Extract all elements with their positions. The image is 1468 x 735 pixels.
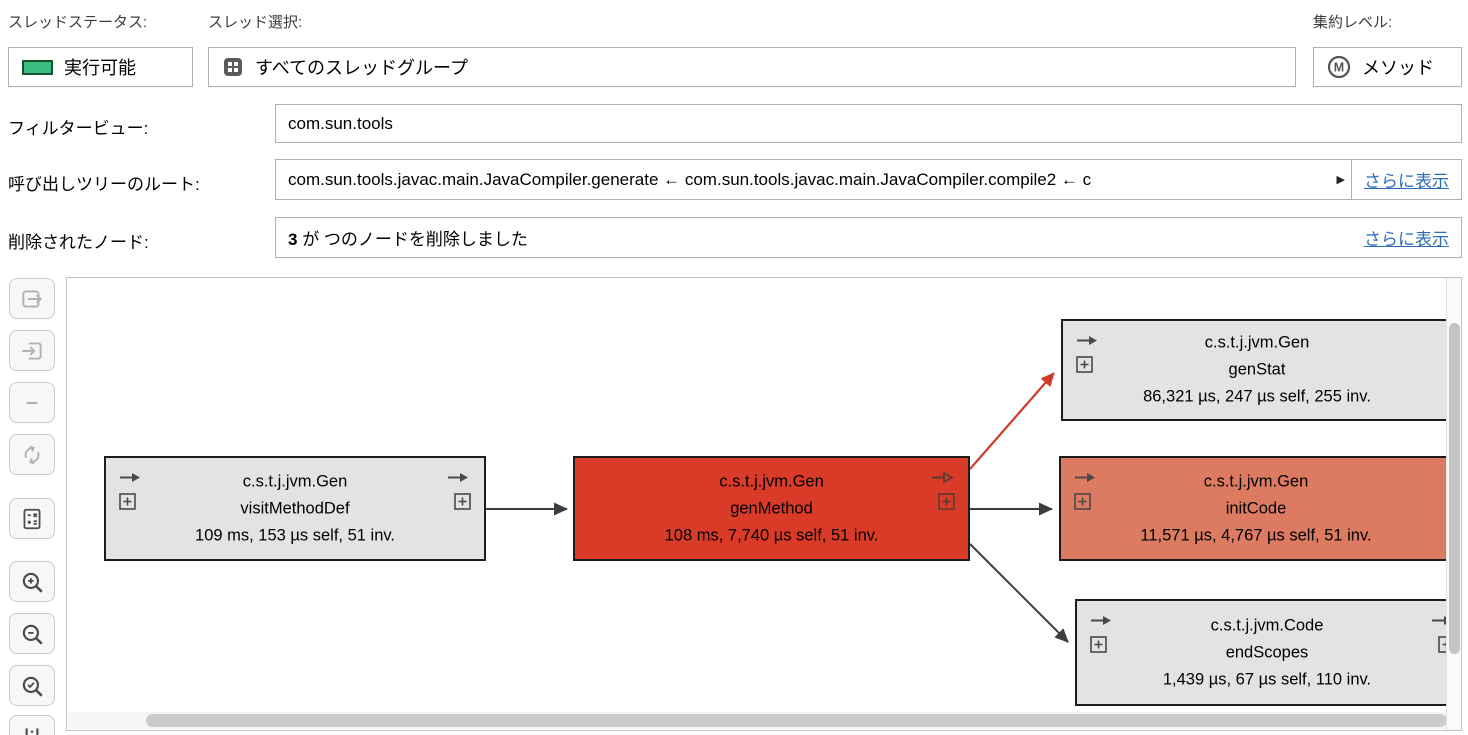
- node-method: genMethod: [730, 499, 813, 517]
- incoming-arrow-icon: [1091, 616, 1111, 625]
- node-settings-button[interactable]: [9, 498, 55, 539]
- zoom-in-icon: [22, 572, 43, 593]
- call-graph-canvas[interactable]: c.s.t.j.jvm.Gen visitMethodDef 109 ms, 1…: [66, 277, 1462, 731]
- zoom-out-icon: [22, 624, 43, 645]
- zoom-in-button[interactable]: [9, 561, 55, 602]
- node-method: visitMethodDef: [240, 499, 350, 517]
- expand-callers-icon[interactable]: [1090, 636, 1107, 653]
- thread-status-value: 実行可能: [64, 58, 136, 78]
- aggregation-level-value: メソッド: [1362, 58, 1434, 78]
- thread-status-dropdown[interactable]: 実行可能: [8, 47, 193, 87]
- forward-out-icon: [22, 289, 43, 308]
- call-tree-root-label: 呼び出しツリーのルート:: [8, 175, 200, 194]
- filter-view-value: com.sun.tools: [288, 113, 393, 133]
- expand-callers-icon[interactable]: [1076, 356, 1093, 373]
- outgoing-arrow-icon: [448, 473, 468, 482]
- horizontal-scrollbar-thumb[interactable]: [146, 714, 1447, 727]
- graph-node-genStat[interactable]: c.s.t.j.jvm.Gen genStat 86,321 µs, 247 µ…: [1061, 319, 1453, 421]
- filter-view-input[interactable]: com.sun.tools: [275, 104, 1462, 143]
- node-text: c.s.t.j.jvm.Gen genStat 86,321 µs, 247 µ…: [1063, 330, 1451, 411]
- graph-node-visitMethodDef[interactable]: c.s.t.j.jvm.Gen visitMethodDef 109 ms, 1…: [104, 456, 486, 561]
- call-graph-edges: [486, 372, 1069, 643]
- thread-groups-icon: [224, 58, 242, 76]
- node-stats: 86,321 µs, 247 µs self, 255 inv.: [1143, 387, 1371, 406]
- node-stats: 108 ms, 7,740 µs self, 51 inv.: [664, 526, 879, 544]
- remove-node-button[interactable]: [9, 382, 55, 423]
- graph-node-genMethod[interactable]: c.s.t.j.jvm.Gen genMethod 108 ms, 7,740 …: [573, 456, 970, 561]
- levels-icon: [25, 727, 39, 735]
- call-tree-root-field: com.sun.tools.javac.main.JavaCompiler.ge…: [275, 159, 1462, 200]
- outgoing-arrow-icon: [932, 471, 954, 484]
- svg-text:M: M: [1334, 61, 1344, 75]
- enter-into-button[interactable]: [9, 330, 55, 371]
- refresh-button[interactable]: [9, 434, 55, 475]
- edge-genMethod-genStat-highlighted: [969, 372, 1055, 470]
- node-class: c.s.t.j.jvm.Gen: [242, 472, 348, 490]
- graph-node-endScopes[interactable]: c.s.t.j.jvm.Code endScopes 1,439 µs, 67 …: [1075, 599, 1459, 706]
- remove-node-icon: [26, 401, 38, 404]
- incoming-arrow-icon: [1077, 336, 1097, 345]
- expand-callers-icon[interactable]: [1074, 493, 1091, 510]
- vertical-scrollbar[interactable]: [1446, 278, 1461, 730]
- vertical-scrollbar-thumb[interactable]: [1449, 323, 1460, 654]
- node-method: genStat: [1228, 360, 1286, 379]
- zoom-fit-icon: [22, 676, 43, 697]
- levels-button[interactable]: [9, 715, 55, 735]
- truncation-arrow-icon: ▶: [1336, 174, 1345, 186]
- call-tree-root-value: com.sun.tools.javac.main.JavaCompiler.ge…: [288, 169, 1092, 189]
- horizontal-scrollbar[interactable]: [68, 712, 1447, 729]
- node-class: c.s.t.j.jvm.Gen: [719, 472, 824, 490]
- aggregation-level-label: 集約レベル:: [1313, 14, 1393, 31]
- expand-callers-icon[interactable]: [119, 493, 136, 510]
- thread-selection-value: すべてのスレッドグループ: [255, 58, 468, 78]
- node-stats: 11,571 µs, 4,767 µs self, 51 inv.: [1140, 526, 1372, 544]
- thread-selection-label: スレッド選択:: [208, 14, 303, 31]
- thread-selection-dropdown[interactable]: すべてのスレッドグループ: [208, 47, 1296, 87]
- incoming-arrow-icon: [120, 473, 140, 482]
- zoom-fit-button[interactable]: [9, 665, 55, 706]
- node-text: c.s.t.j.jvm.Gen initCode 11,571 µs, 4,76…: [1061, 468, 1451, 549]
- node-settings-icon: [23, 508, 41, 529]
- removed-nodes-text: 3 が つのノードを削除しました: [288, 230, 528, 249]
- edge-genMethod-endScopes: [969, 543, 1069, 643]
- refresh-icon: [24, 445, 40, 464]
- node-stats: 1,439 µs, 67 µs self, 110 inv.: [1162, 670, 1372, 688]
- graph-node-initCode[interactable]: c.s.t.j.jvm.Gen initCode 11,571 µs, 4,76…: [1059, 456, 1453, 561]
- node-method: initCode: [1225, 499, 1287, 517]
- node-text: c.s.t.j.jvm.Code endScopes 1,439 µs, 67 …: [1077, 612, 1457, 693]
- forward-out-button[interactable]: [9, 278, 55, 319]
- removed-nodes-field: 3 が つのノードを削除しました さらに表示: [275, 217, 1462, 258]
- removed-nodes-count: 3: [288, 230, 298, 249]
- node-text: c.s.t.j.jvm.Gen visitMethodDef 109 ms, 1…: [106, 468, 484, 549]
- runnable-status-swatch-icon: [22, 59, 53, 75]
- removed-nodes-label: 削除されたノード:: [8, 233, 149, 252]
- method-badge-icon: M: [1327, 55, 1351, 79]
- incoming-arrow-icon: [1075, 473, 1095, 482]
- field-divider: [1351, 160, 1352, 199]
- thread-status-label: スレッドステータス:: [8, 14, 148, 31]
- node-method: endScopes: [1225, 643, 1309, 661]
- expand-callees-icon[interactable]: [454, 493, 471, 510]
- enter-into-icon: [22, 341, 42, 360]
- zoom-out-button[interactable]: [9, 613, 55, 654]
- node-stats: 109 ms, 153 µs self, 51 inv.: [195, 526, 395, 544]
- node-class: c.s.t.j.jvm.Gen: [1204, 333, 1310, 352]
- call-tree-show-more-link[interactable]: さらに表示: [1364, 172, 1449, 191]
- expand-callees-icon[interactable]: [938, 493, 955, 510]
- node-text: c.s.t.j.jvm.Gen genMethod 108 ms, 7,740 …: [575, 468, 968, 549]
- node-class: c.s.t.j.jvm.Code: [1210, 616, 1324, 634]
- node-class: c.s.t.j.jvm.Gen: [1203, 472, 1309, 490]
- removed-nodes-show-more-link[interactable]: さらに表示: [1364, 230, 1449, 249]
- filter-view-label: フィルタービュー:: [8, 119, 149, 138]
- aggregation-level-dropdown[interactable]: M メソッド: [1313, 47, 1462, 87]
